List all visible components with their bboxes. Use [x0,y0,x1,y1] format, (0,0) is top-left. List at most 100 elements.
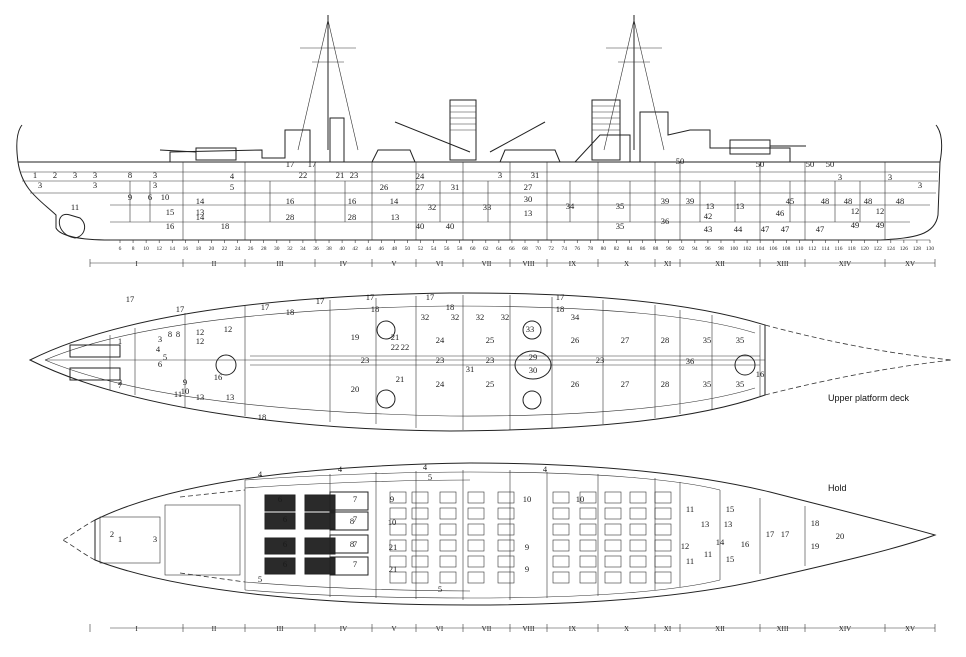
compartment-label: 27 [524,182,533,192]
compartment-label: 49 [876,220,885,230]
compartment-label: 18 [221,221,230,231]
frame-number: 122 [874,246,883,252]
frame-number: 66 [509,246,515,252]
compartment-label: 44 [734,224,743,234]
compartment-label: 6 [278,494,282,504]
compartment-label: 6 [283,539,287,549]
compartment-label: 3 [888,172,892,182]
compartment-label: 6 [283,514,287,524]
compartment-label: 10 [161,192,170,202]
compartment-label: 4 [543,464,548,474]
frame-number: 108 [782,246,791,252]
section-label: XII [715,625,725,633]
compartment-label: 33 [483,202,492,212]
compartment-label: 8 [350,539,354,549]
frame-number: 30 [274,246,280,252]
compartment-label: 14 [716,537,725,547]
compartment-label: 7 [118,380,122,390]
compartment-label: 27 [621,335,630,345]
compartment-label: 12 [196,336,205,346]
frame-number: 34 [300,246,306,252]
compartment-label: 39 [686,196,695,206]
compartment-label: 11 [174,389,182,399]
aft-funnel [591,99,621,161]
compartment-label: 3 [153,170,157,180]
compartment-label: 10 [181,386,190,396]
compartment-label: 15 [726,554,735,564]
frame-number: 88 [653,246,659,252]
frame-number: 92 [679,246,685,252]
compartment-label: 3 [93,170,97,180]
compartment-label: 26 [380,182,389,192]
compartment-label: 3 [38,180,42,190]
section-label: VII [482,625,492,633]
compartment-label: 11 [686,504,694,514]
section-label: XI [664,260,672,268]
main-mast [603,15,665,151]
compartment-label: 17 [426,292,435,302]
compartment-label: 35 [703,379,712,389]
compartment-label: 32 [428,202,437,212]
frame-number: 68 [522,246,528,252]
compartment-label: 4 [156,344,161,354]
compartment-label: 6 [148,192,152,202]
frame-number: 84 [627,246,633,252]
compartment-label: 26 [571,379,580,389]
compartment-label: 36 [661,216,670,226]
compartment-label: 24 [416,171,425,181]
compartment-label: 48 [821,196,830,206]
compartment-label: 16 [214,372,223,382]
compartment-label: 6 [283,559,287,569]
compartment-label: 12 [851,206,860,216]
compartment-label: 35 [616,201,625,211]
compartment-label: 13 [226,392,235,402]
compartment-label: 16 [348,196,357,206]
compartment-label: 17 [286,159,295,169]
section-label: VI [436,625,444,633]
section-label: VIII [522,260,535,268]
frame-number: 56 [444,246,450,252]
compartment-label: 4 [423,462,428,472]
compartment-label: 13 [524,208,533,218]
compartment-label: 21 [336,170,345,180]
compartment-label: 15 [166,207,175,217]
compartment-label: 30 [529,365,538,375]
compartment-label: 9 [525,542,529,552]
frame-number: 48 [392,246,398,252]
frame-number: 86 [640,246,646,252]
compartment-label: 31 [451,182,460,192]
compartment-label: 40 [446,221,455,231]
compartment-label: 3 [838,172,842,182]
frame-number: 38 [326,246,332,252]
frame-number: 118 [848,246,856,252]
compartment-label: 12 [224,324,233,334]
compartment-label: 24 [436,335,445,345]
compartment-label: 20 [836,531,845,541]
frame-number: 98 [718,246,724,252]
compartment-label: 50 [806,159,815,169]
caption-upper-platform-deck: Upper platform deck [828,393,910,403]
frame-number: 74 [561,246,567,252]
frame-number: 104 [756,246,765,252]
frame-number: 126 [900,246,909,252]
frame-number: 22 [222,246,228,252]
compartment-label: 35 [736,335,745,345]
compartment-label: 18 [286,307,295,317]
compartment-label: 8 [128,170,132,180]
frame-number: 112 [808,246,816,252]
section-label: X [624,625,629,633]
compartment-label: 14 [196,196,205,206]
section-label: VIII [522,625,535,633]
section-label: IV [340,260,347,268]
compartment-label: 11 [704,549,712,559]
compartment-label: 22 [401,342,410,352]
frame-number: 26 [248,246,254,252]
compartment-label: 16 [286,196,295,206]
compartment-label: 7 [353,494,357,504]
compartment-label: 30 [524,194,533,204]
frame-number: 46 [379,246,385,252]
compartment-label: 34 [566,201,575,211]
compartment-label: 3 [93,180,97,190]
compartment-label: 13 [736,201,745,211]
